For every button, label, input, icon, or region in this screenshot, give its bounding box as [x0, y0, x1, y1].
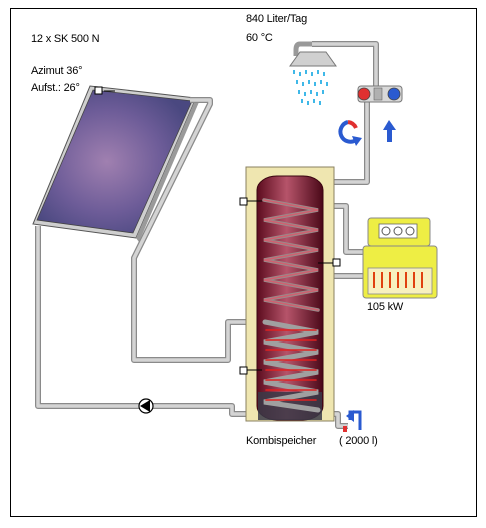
azimuth-label: Azimut 36°	[31, 65, 83, 77]
boiler	[362, 217, 438, 299]
tank-top-sensor	[239, 197, 248, 206]
solar-collector	[32, 85, 199, 242]
tank-mid-sensor	[332, 258, 341, 267]
tank-volume-label: ( 2000 l)	[339, 435, 378, 447]
tank-name-label: Kombispeicher	[246, 435, 317, 447]
collector-sensor	[94, 86, 103, 95]
temperature-sensors	[94, 86, 341, 375]
solar-coil	[262, 319, 321, 413]
circulation-arrow-icon	[338, 120, 362, 146]
tilt-label: Aufst.: 26°	[31, 82, 80, 94]
cold-water-arrow-icon	[383, 120, 396, 142]
diagram-frame	[10, 8, 477, 517]
tank-bottom-sensor	[239, 366, 248, 375]
upper-coil	[262, 198, 320, 312]
pump-icon	[138, 398, 154, 414]
collector-spec-label: 12 x SK 500 N	[31, 33, 100, 45]
demand-temp-label: 60 °C	[246, 32, 273, 44]
boiler-power-label: 105 kW	[367, 301, 404, 313]
demand-volume-label: 840 Liter/Tag	[246, 13, 307, 25]
shower-head-icon	[289, 41, 337, 105]
mixing-valve-icon	[357, 85, 403, 103]
tank-inlet-arrow-icon	[343, 410, 362, 432]
